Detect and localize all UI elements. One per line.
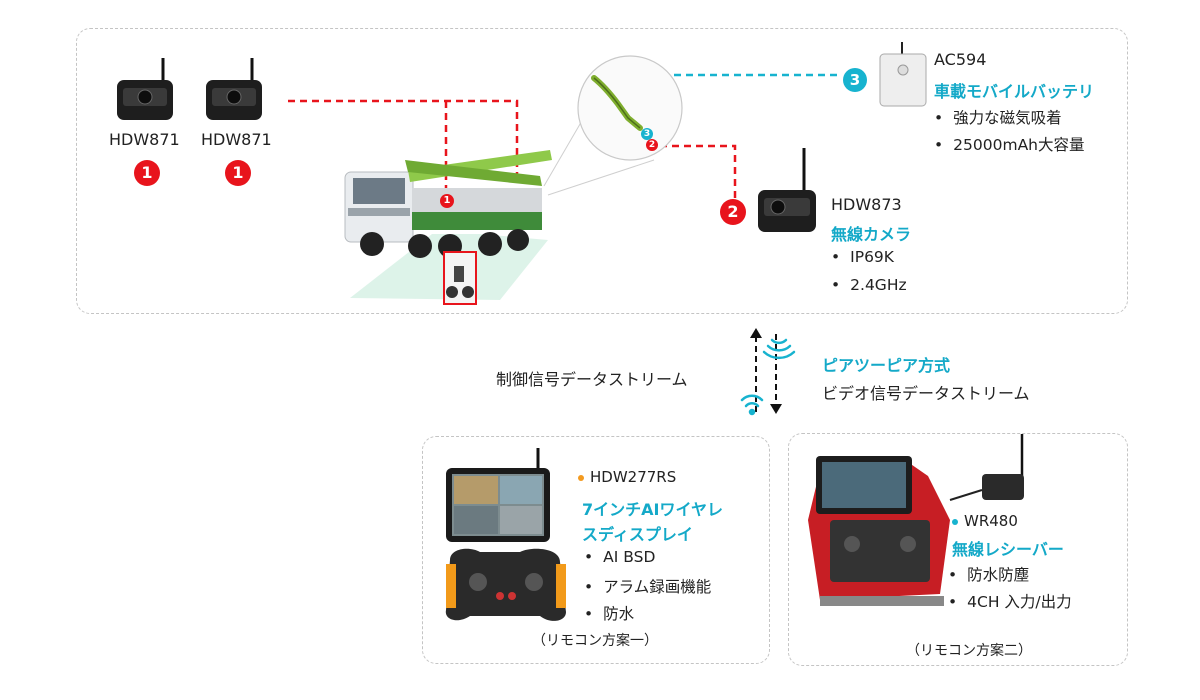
wr480-model: WR480 — [952, 512, 1018, 530]
scheme-two-caption: （リモコン方案二） — [906, 643, 1032, 659]
zoom-badge-3: 3 — [641, 128, 653, 140]
wr480-name: 無線レシーバー — [952, 540, 1064, 559]
control-stream-label: 制御信号データストリーム — [496, 370, 688, 389]
hdw277rs-name-line2: スディスプレイ — [582, 525, 693, 544]
cyan-dot — [952, 518, 958, 525]
zoom-badge-2: 2 — [646, 139, 658, 151]
badge-1-right: 1 — [225, 160, 251, 186]
hdw871-label-2: HDW871 — [201, 130, 272, 149]
hdw277rs-feature-1: AI BSD — [584, 548, 655, 566]
battery-model: AC594 — [934, 50, 987, 69]
camera-link-line — [288, 99, 519, 180]
p2p-mode-label: ピアツーピア方式 — [822, 356, 951, 375]
video-stream-label: ビデオ信号データストリーム — [822, 384, 1030, 403]
battery-feature-2: 25000mAh大容量 — [934, 133, 1084, 155]
scheme-one-panel — [422, 436, 770, 664]
hdw277rs-model: HDW277RS — [578, 468, 676, 486]
remote-control-two-image — [808, 456, 950, 606]
battery-name: 車載モバイルバッテリ — [934, 82, 1095, 101]
wr480-feature-1: 防水防塵 — [948, 563, 1029, 585]
wr480-feature-2: 4CH 入力/出力 — [948, 590, 1072, 612]
hdw871-label-1: HDW871 — [109, 130, 180, 149]
zoom-circle — [577, 55, 683, 161]
hdw871-camera-2-image — [206, 58, 262, 120]
battery-badge: 3 — [843, 68, 867, 92]
hdw873-feature-1: IP69K — [831, 248, 894, 266]
wireless-camera-link — [660, 144, 737, 200]
receiver-image — [949, 434, 1024, 501]
badge-1-left: 1 — [134, 160, 160, 186]
truck-badge: 1 — [440, 194, 454, 208]
hdw873-name: 無線カメラ — [831, 225, 912, 244]
hdw873-camera-image — [758, 148, 816, 232]
hdw871-camera-1-image — [117, 58, 173, 120]
signal-icon — [762, 338, 796, 360]
wr480-model-text: WR480 — [964, 512, 1018, 530]
hdw873-badge: 2 — [720, 199, 746, 225]
ai-display-image — [446, 448, 550, 542]
hdw277rs-model-text: HDW277RS — [590, 468, 677, 486]
wifi-icon — [740, 394, 764, 416]
battery-image — [879, 42, 927, 107]
scheme-two-panel — [788, 433, 1128, 666]
hdw873-feature-2: 2.4GHz — [831, 276, 906, 294]
hdw277rs-feature-3: 防水 — [584, 602, 634, 624]
orange-dot — [578, 474, 584, 481]
hdw873-model: HDW873 — [831, 195, 902, 214]
hdw277rs-feature-2: アラム録画機能 — [584, 575, 711, 597]
top-system-panel — [76, 28, 1128, 314]
scheme-one-caption: （リモコン方案一） — [532, 633, 658, 649]
hdw277rs-name-line1: 7インチAIワイヤレ — [582, 500, 723, 519]
battery-feature-1: 強力な磁気吸着 — [934, 106, 1062, 128]
remote-control-one-image — [445, 548, 566, 621]
